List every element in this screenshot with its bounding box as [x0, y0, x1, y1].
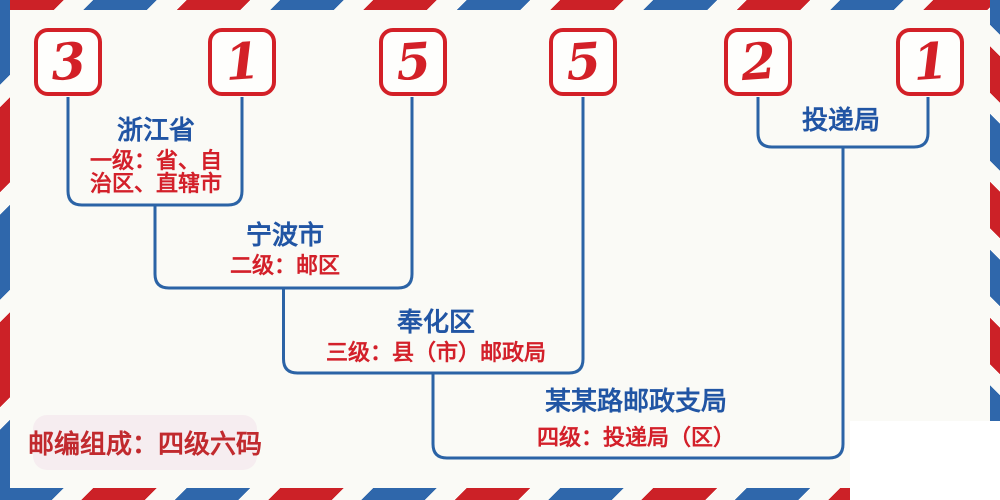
airmail-border-bottom [0, 488, 1000, 500]
label-level3-district: 奉化区 三级：县（市）邮政局 [326, 308, 546, 365]
digit-box-2: 1 [208, 28, 276, 96]
level2-desc: 二级：邮区 [229, 254, 341, 279]
digit-box-3: 5 [379, 28, 447, 96]
level3-name: 奉化区 [396, 308, 476, 338]
digit-box-5: 2 [724, 28, 792, 96]
digit-box-1: 3 [34, 28, 102, 96]
airmail-border-left [0, 0, 10, 500]
airmail-border-top [0, 0, 1000, 10]
composition-badge: 邮编组成：四级六码 [28, 415, 262, 470]
level4-desc: 四级：投递局（区） [536, 426, 736, 451]
level2-name: 宁波市 [245, 221, 325, 251]
digit-2: 1 [222, 30, 262, 93]
digit-5: 2 [738, 30, 778, 93]
label-level4-branch: 某某路邮政支局 四级：投递局（区） [537, 387, 735, 450]
digit-4: 5 [563, 30, 603, 93]
bracket-delivery [756, 97, 930, 149]
digit-1: 3 [48, 30, 88, 93]
label-delivery-office: 投递局 [802, 106, 880, 136]
level4-name: 某某路邮政支局 [544, 387, 728, 417]
level1-desc: 一级：省、自治区、直辖市 [89, 149, 222, 197]
composition-badge-text: 邮编组成：四级六码 [28, 430, 263, 460]
airmail-border-right [990, 0, 1000, 500]
label-level2-city: 宁波市 二级：邮区 [230, 221, 340, 278]
digit-6: 1 [910, 30, 950, 93]
digit-3: 5 [393, 30, 433, 93]
level3-desc: 三级：县（市）邮政局 [325, 341, 547, 366]
bracket-level4 [431, 147, 845, 460]
digit-box-6: 1 [896, 28, 964, 96]
level1-name: 浙江省 [116, 116, 195, 146]
digit-box-4: 5 [549, 28, 617, 96]
whiteout-patch [850, 421, 1000, 500]
delivery-office-name: 投递局 [801, 106, 881, 136]
label-level1-province: 浙江省 一级：省、自治区、直辖市 [86, 116, 226, 196]
